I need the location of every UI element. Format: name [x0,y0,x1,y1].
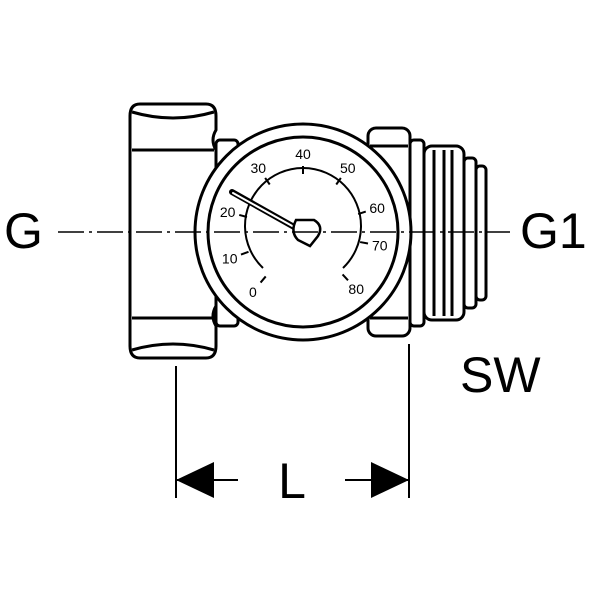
gauge-tick [341,273,349,281]
left-hex-nut [128,102,218,360]
label-left-thread: G [4,203,43,259]
gauge-needle-hub [292,218,322,248]
gauge-tick-label: 30 [250,160,266,176]
label-wrench-size: SW [460,347,541,403]
gauge-tick [335,177,342,186]
gauge-tick [240,250,249,256]
gauge-tick [264,177,271,186]
gauge-tick-label: 80 [348,281,364,297]
gauge-tick-label: 50 [340,160,356,176]
gauge-tick [238,213,248,218]
arrow-left-icon [176,462,214,498]
gauge-tick-label: 0 [249,284,257,300]
gauge-tick-label: 40 [295,146,311,162]
gauge-tick-label: 10 [222,251,238,267]
gauge-ticks [238,166,369,284]
label-right-thread: G1 [520,203,587,259]
label-length: L [278,453,306,509]
gauge-tick [357,210,367,216]
gauge-tick [359,241,369,245]
gauge-needle [229,189,306,235]
gauge-tick-label: 20 [220,204,236,220]
gauge-tick-label: 60 [369,200,385,216]
dimension-length [175,344,410,498]
gauge-tick [259,275,267,284]
gauge-tick-labels: 0 10 20 30 40 50 60 70 80 [220,146,388,300]
arrow-right-icon [371,462,409,498]
gauge-tick-label: 70 [372,238,388,254]
